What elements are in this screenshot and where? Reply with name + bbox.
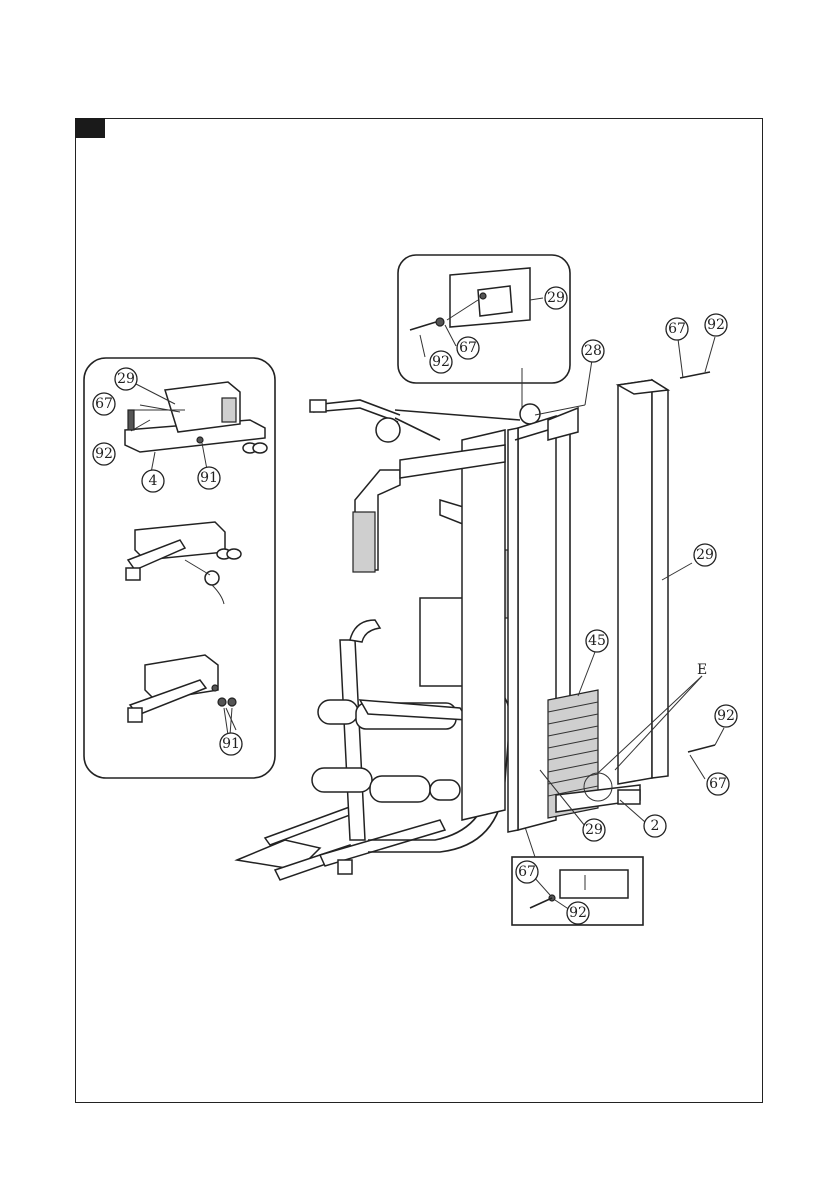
- svg-text:28: 28: [584, 343, 602, 359]
- top-inset-detail: [398, 255, 570, 410]
- svg-text:29: 29: [585, 822, 603, 838]
- svg-text:45: 45: [588, 633, 606, 649]
- callout-92-left-inset: 92: [93, 443, 115, 465]
- callout-92-top-inset: 92: [430, 351, 452, 373]
- svg-text:67: 67: [518, 864, 536, 880]
- callout-29-left-inset: 29: [115, 368, 137, 390]
- label-e: E: [697, 662, 707, 678]
- svg-text:4: 4: [149, 473, 158, 489]
- callout-67-top-right: 67: [666, 318, 688, 340]
- left-inset-detail: [84, 358, 275, 778]
- svg-text:2: 2: [651, 818, 660, 834]
- svg-text:91: 91: [222, 736, 240, 752]
- svg-text:29: 29: [547, 290, 565, 306]
- callout-67-top-inset: 67: [457, 337, 479, 359]
- svg-text:67: 67: [709, 776, 727, 792]
- callout-92-top-right: 92: [705, 314, 727, 336]
- callout-92-mid-right: 92: [715, 705, 737, 727]
- callout-29-right: 29: [694, 544, 716, 566]
- callout-91-left-top: 91: [198, 467, 220, 489]
- svg-text:67: 67: [668, 321, 686, 337]
- callout-92-bottom-inset: 92: [567, 902, 589, 924]
- callout-29-bottom: 29: [583, 819, 605, 841]
- callout-67-left-inset: 67: [93, 393, 115, 415]
- callout-67-bottom-inset: 67: [516, 861, 538, 883]
- svg-text:92: 92: [717, 708, 735, 724]
- callout-2: 2: [644, 815, 666, 837]
- callout-29-top-inset: 29: [545, 287, 567, 309]
- svg-text:92: 92: [707, 317, 725, 333]
- callout-67-mid-right: 67: [707, 773, 729, 795]
- rear-upright: [618, 380, 668, 784]
- svg-text:92: 92: [432, 354, 450, 370]
- callout-91-left-bottom: 91: [220, 733, 242, 755]
- svg-text:67: 67: [459, 340, 477, 356]
- svg-text:29: 29: [696, 547, 714, 563]
- svg-text:92: 92: [95, 446, 113, 462]
- svg-text:67: 67: [95, 396, 113, 412]
- svg-text:92: 92: [569, 905, 587, 921]
- callout-4: 4: [142, 470, 164, 492]
- home-gym-machine: [237, 380, 668, 880]
- callout-28: 28: [582, 340, 604, 362]
- svg-text:91: 91: [200, 470, 218, 486]
- svg-text:29: 29: [117, 371, 135, 387]
- callout-45: 45: [586, 630, 608, 652]
